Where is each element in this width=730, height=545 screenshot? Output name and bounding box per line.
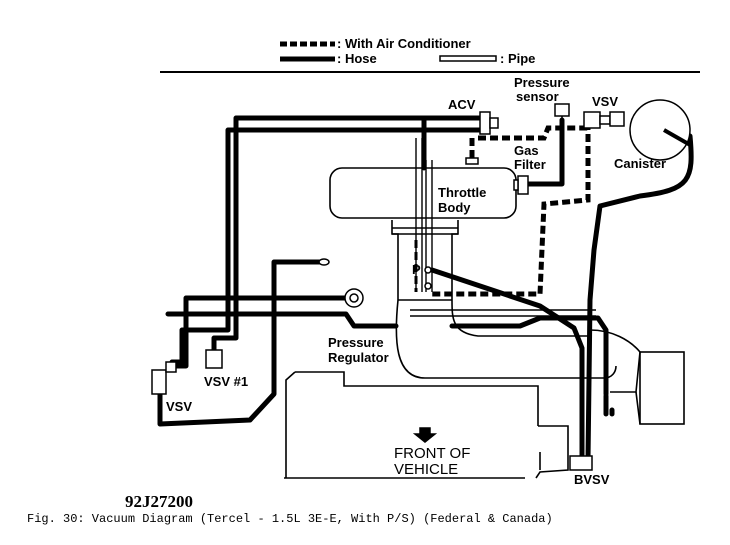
hose-canister-bvsv [585,133,694,463]
front-arrow-icon [412,427,438,443]
vsv-left [151,369,167,395]
ac-lines [414,122,591,297]
label-vsv-left: VSV [166,399,192,414]
label-throttle-body-1: Throttle [438,185,486,200]
legend-pipe-swatch [439,55,497,62]
vsv-top [583,111,601,129]
label-canister: Canister [614,156,666,171]
hose-fitting-left [157,259,323,427]
label-pressure-regulator-2: Regulator [328,350,389,365]
figure-code: 92J27200 [125,492,193,511]
bvsv [569,455,593,471]
pipe-upper-intake [410,309,596,317]
label-bvsv: BVSV [574,472,610,487]
label-gas-filter-1: Gas [514,143,539,158]
vsv1 [205,349,223,369]
engine-outline [284,167,685,479]
figure-caption: Fig. 30: Vacuum Diagram (Tercel - 1.5L 3… [27,512,553,526]
label-vsv-top: VSV [592,94,618,109]
ac-line-vsv-down [430,122,591,297]
hose-intake-right [165,311,609,397]
canister [629,99,691,161]
label-pressure-sensor-2: sensor [516,89,559,104]
label-pressure-regulator-1: Pressure [328,335,384,350]
gas-filter [517,175,529,195]
label-vsv1: VSV #1 [204,374,248,389]
label-pressure-sensor-1: Pressure [514,75,570,90]
hose-circle-left [165,295,353,369]
ac-line-acv-sensor [478,125,590,141]
acv [479,111,491,135]
label-front-2: VEHICLE [394,461,458,478]
hose-p-bvsv [429,267,585,463]
hoses [157,115,694,463]
throttle-body [329,167,517,219]
component-labels: ACV Pressure sensor VSV Gas Filter Canis… [166,75,666,487]
legend-pipe-label: : Pipe [500,51,535,66]
label-p-marker: P [412,262,421,277]
legend-ac-label: : With Air Conditioner [337,36,471,51]
legend: : With Air Conditioner : Hose : Pipe [160,36,700,73]
hose-vsv-gasfilter [525,117,565,187]
pressure-sensor [554,103,570,117]
label-front-1: FRONT OF [394,445,470,462]
label-acv: ACV [448,97,476,112]
label-throttle-body-2: Body [438,200,471,215]
hose-top-left [211,115,491,355]
legend-hose-label: : Hose [337,51,377,66]
pipes [410,138,596,317]
hose-second-left [169,127,491,365]
label-gas-filter-2: Filter [514,157,546,172]
components [151,99,693,471]
